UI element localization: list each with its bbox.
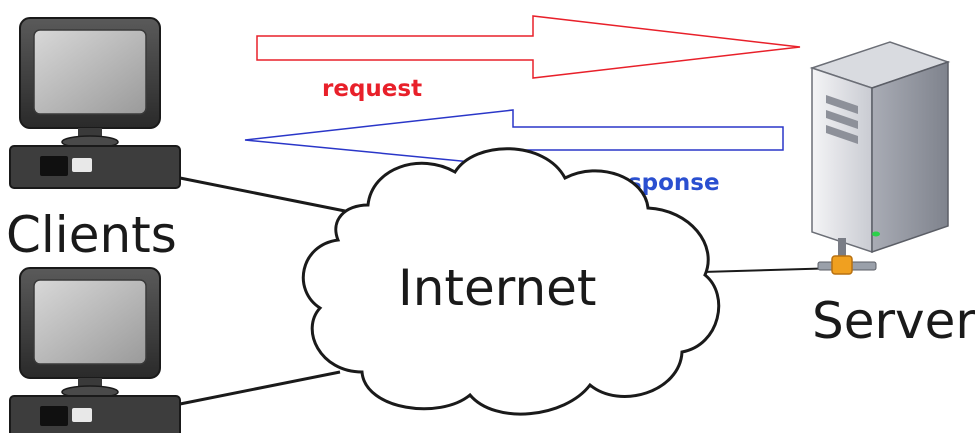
- client-top-computer-icon: [9, 17, 181, 189]
- clients-label: Clients: [6, 206, 177, 264]
- client-bottom-computer-icon: [9, 267, 181, 433]
- internet-label: Internet: [398, 259, 597, 317]
- request-label: request: [322, 76, 422, 102]
- tower-server-icon: [809, 41, 951, 275]
- server-label: Server: [812, 292, 975, 350]
- server-link: [701, 267, 841, 273]
- cloud-icon: [301, 147, 721, 416]
- client-bottom-link: [179, 370, 341, 406]
- request-arrow: [256, 15, 801, 79]
- client-top-link: [179, 176, 351, 214]
- response-arrow: [244, 109, 784, 167]
